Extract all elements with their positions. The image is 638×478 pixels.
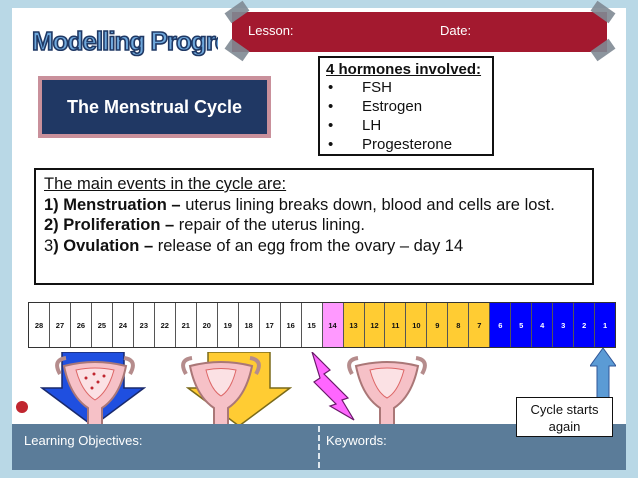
uterus-menstruation-icon: [55, 356, 135, 427]
footer-divider: [318, 426, 320, 468]
cycle-starts-again-note: Cycle starts again: [516, 397, 613, 437]
timeline-day-15: 15: [301, 303, 323, 347]
uterus-ovulation-icon: [347, 356, 427, 427]
keywords-label: Keywords:: [326, 433, 387, 448]
timeline-day-27: 27: [49, 303, 71, 347]
event-proliferation: 2) Proliferation – repair of the uterus …: [44, 215, 584, 236]
lesson-banner: Lesson: Date:: [232, 12, 607, 52]
hormones-list: FSH Estrogen LH Progesterone: [326, 78, 486, 154]
hormone-item: Progesterone: [326, 135, 486, 154]
timeline-day-7: 7: [469, 303, 491, 347]
hormone-item: Estrogen: [326, 97, 486, 116]
event-text: uterus lining breaks down, blood and cel…: [180, 195, 555, 214]
pink-lightning-arrow-icon: [311, 352, 355, 421]
timeline-day-25: 25: [91, 303, 113, 347]
event-label: 1) Menstruation –: [44, 195, 181, 214]
timeline-day-19: 19: [217, 303, 239, 347]
event-number: 3: [44, 236, 54, 255]
event-text: repair of the uterus lining.: [174, 216, 365, 234]
timeline-day-1: 1: [595, 303, 616, 347]
learning-objectives-label: Learning Objectives:: [24, 433, 143, 448]
timeline-day-10: 10: [406, 303, 428, 347]
uterus-proliferation-icon: [181, 356, 261, 427]
timeline-day-4: 4: [532, 303, 554, 347]
hormones-box: 4 hormones involved: FSH Estrogen LH Pro…: [318, 56, 494, 156]
timeline-day-9: 9: [427, 303, 449, 347]
cycle-note-text: Cycle starts again: [530, 402, 599, 434]
timeline-day-14: 14: [322, 303, 344, 347]
timeline-day-20: 20: [196, 303, 218, 347]
events-box: The main events in the cycle are: 1) Men…: [34, 168, 594, 285]
timeline-day-23: 23: [133, 303, 155, 347]
blue-up-arrow-icon: [590, 348, 616, 400]
page-title: The Menstrual Cycle: [38, 76, 271, 138]
timeline-day-24: 24: [112, 303, 134, 347]
timeline-day-3: 3: [553, 303, 575, 347]
timeline-day-28: 28: [29, 303, 50, 347]
event-label: 2) Proliferation –: [44, 216, 175, 234]
page-title-text: The Menstrual Cycle: [66, 96, 243, 117]
event-ovulation: 3) Ovulation – release of an egg from th…: [44, 236, 584, 257]
hormone-item: FSH: [326, 78, 486, 97]
lesson-label: Lesson:: [248, 23, 294, 38]
svg-text:Modelling Progress: Modelling Progress: [32, 26, 218, 56]
timeline-day-12: 12: [364, 303, 386, 347]
event-text: release of an egg from the ovary – day 1…: [153, 236, 464, 255]
event-label: ) Ovulation –: [53, 236, 154, 255]
timeline-day-17: 17: [259, 303, 281, 347]
date-label: Date:: [440, 23, 472, 38]
timeline-day-11: 11: [385, 303, 407, 347]
hormones-heading: 4 hormones involved:: [326, 61, 482, 78]
timeline-day-16: 16: [280, 303, 302, 347]
hormone-item: LH: [326, 116, 486, 135]
timeline-day-6: 6: [490, 303, 512, 347]
timeline-day-8: 8: [448, 303, 470, 347]
timeline-day-5: 5: [511, 303, 533, 347]
timeline-day-18: 18: [238, 303, 260, 347]
timeline-day-13: 13: [343, 303, 365, 347]
timeline-day-2: 2: [574, 303, 596, 347]
modelling-progress-logo: Modelling Progress: [31, 25, 218, 57]
timeline-day-26: 26: [70, 303, 92, 347]
timeline-day-22: 22: [154, 303, 176, 347]
pin-icon: [16, 401, 28, 413]
event-menstruation: 1) Menstruation – uterus lining breaks d…: [44, 195, 584, 216]
events-heading: The main events in the cycle are:: [44, 175, 287, 193]
timeline-day-21: 21: [175, 303, 197, 347]
